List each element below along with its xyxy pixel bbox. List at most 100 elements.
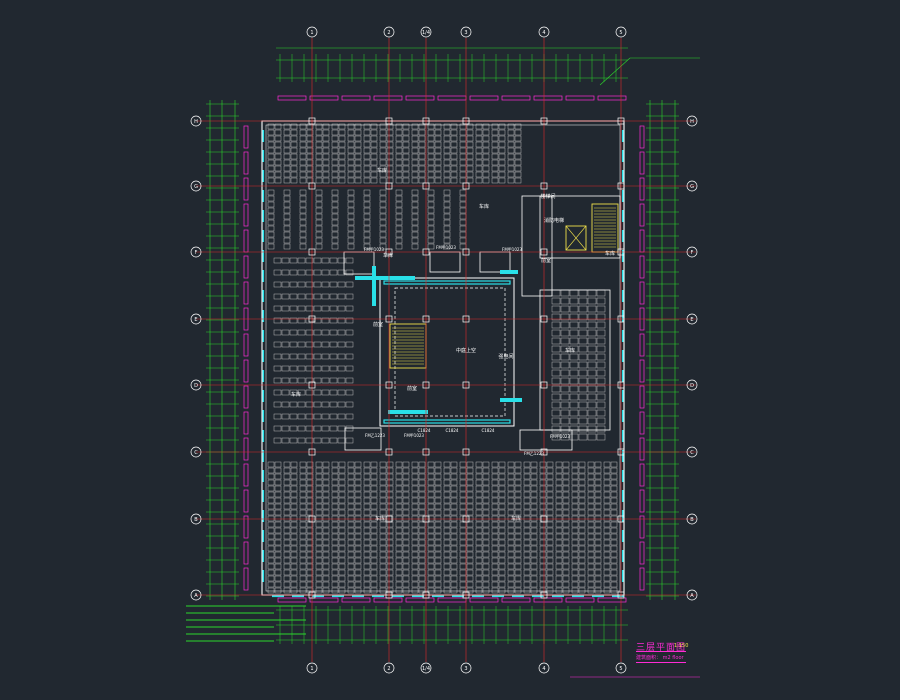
parking-stall bbox=[539, 539, 547, 546]
parking-stall bbox=[427, 557, 435, 564]
structural-column bbox=[385, 591, 393, 599]
parking-stall bbox=[395, 147, 403, 154]
door-tag: FM乙1223 bbox=[365, 432, 385, 438]
parking-stall bbox=[427, 129, 435, 136]
parking-stall bbox=[395, 491, 403, 498]
parking-stall bbox=[411, 551, 419, 558]
window-tag-left bbox=[243, 437, 249, 461]
parking-stall bbox=[498, 467, 506, 474]
parking-stall bbox=[578, 521, 586, 528]
parking-stall bbox=[379, 177, 387, 184]
parking-stall bbox=[379, 587, 387, 594]
parking-stall bbox=[338, 171, 346, 178]
parking-stall bbox=[274, 177, 282, 184]
parking-stall bbox=[546, 509, 554, 516]
parking-stall bbox=[571, 533, 579, 540]
parking-stall bbox=[475, 527, 483, 534]
parking-stall bbox=[498, 539, 506, 546]
parking-stall bbox=[338, 557, 346, 564]
parking-stall bbox=[459, 231, 467, 238]
parking-stall bbox=[603, 545, 611, 552]
parking-stall bbox=[594, 569, 602, 576]
parking-stall bbox=[363, 177, 371, 184]
parking-stall bbox=[587, 539, 595, 546]
parking-stall bbox=[354, 177, 362, 184]
parking-stall bbox=[321, 389, 330, 396]
parking-stall bbox=[587, 575, 595, 582]
room-label-r5: 车库 bbox=[375, 515, 385, 522]
parking-stall bbox=[395, 539, 403, 546]
grid-bubble-column-label: 4 bbox=[542, 30, 545, 36]
parking-stall bbox=[297, 437, 306, 444]
parking-stall bbox=[338, 165, 346, 172]
parking-stall bbox=[411, 509, 419, 516]
grid-bubble-row-label: E bbox=[194, 317, 197, 323]
parking-stall bbox=[363, 473, 371, 480]
parking-stall bbox=[305, 365, 314, 372]
parking-stall bbox=[338, 575, 346, 582]
parking-stall bbox=[551, 361, 561, 369]
parking-stall bbox=[290, 171, 298, 178]
parking-stall bbox=[418, 557, 426, 564]
parking-stall bbox=[594, 497, 602, 504]
core-room bbox=[344, 427, 382, 451]
parking-stall bbox=[315, 563, 323, 570]
parking-stall bbox=[395, 159, 403, 166]
parking-stall bbox=[370, 467, 378, 474]
parking-stall bbox=[267, 243, 275, 250]
parking-stall bbox=[466, 473, 474, 480]
parking-stall bbox=[315, 467, 323, 474]
parking-stall bbox=[594, 551, 602, 558]
parking-stall bbox=[322, 165, 330, 172]
parking-stall bbox=[337, 401, 346, 408]
parking-stall bbox=[338, 491, 346, 498]
structural-column bbox=[540, 381, 548, 389]
parking-stall bbox=[571, 509, 579, 516]
parking-stall bbox=[402, 159, 410, 166]
parking-stall bbox=[551, 345, 561, 353]
parking-stall bbox=[379, 165, 387, 172]
parking-stall bbox=[274, 521, 282, 528]
parking-stall bbox=[596, 401, 606, 409]
parking-stall bbox=[370, 461, 378, 468]
parking-stall bbox=[418, 533, 426, 540]
parking-stall bbox=[331, 171, 339, 178]
grid-bubble-row bbox=[190, 446, 202, 458]
parking-stall bbox=[299, 509, 307, 516]
parking-stall bbox=[329, 377, 338, 384]
parking-stall bbox=[562, 533, 570, 540]
parking-stall bbox=[331, 135, 339, 142]
parking-stall bbox=[587, 361, 597, 369]
grid-bubble-column bbox=[538, 26, 550, 38]
parking-stall bbox=[498, 551, 506, 558]
parking-stall bbox=[386, 527, 394, 534]
parking-stall bbox=[274, 485, 282, 492]
parking-stall bbox=[363, 159, 371, 166]
parking-stall bbox=[402, 503, 410, 510]
parking-stall bbox=[546, 491, 554, 498]
parking-stall bbox=[562, 521, 570, 528]
parking-stall bbox=[331, 521, 339, 528]
parking-stall bbox=[274, 135, 282, 142]
parking-stall bbox=[539, 581, 547, 588]
parking-stall bbox=[569, 353, 579, 361]
parking-stall bbox=[305, 257, 314, 264]
parking-stall bbox=[315, 545, 323, 552]
parking-stall bbox=[283, 129, 291, 136]
parking-stall bbox=[281, 269, 290, 276]
parking-stall bbox=[274, 141, 282, 148]
parking-stall bbox=[434, 461, 442, 468]
room-label-r4: 车库 bbox=[565, 347, 575, 354]
parking-stall bbox=[273, 281, 282, 288]
parking-stall bbox=[427, 243, 435, 250]
parking-stall bbox=[418, 539, 426, 546]
parking-stall bbox=[498, 177, 506, 184]
parking-stall bbox=[395, 557, 403, 564]
parking-stall bbox=[331, 581, 339, 588]
parking-stall bbox=[305, 425, 314, 432]
parking-stall bbox=[331, 551, 339, 558]
parking-stall bbox=[418, 491, 426, 498]
parking-stall bbox=[578, 497, 586, 504]
parking-stall bbox=[338, 563, 346, 570]
